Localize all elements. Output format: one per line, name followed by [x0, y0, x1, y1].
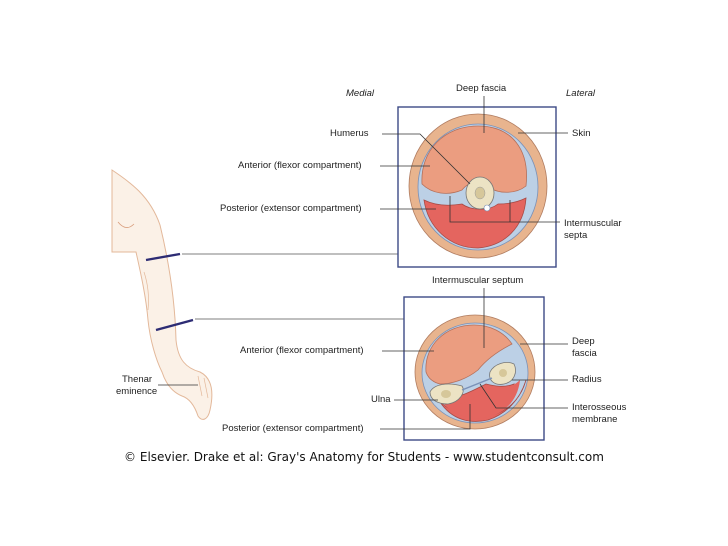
copyright-caption: © Elsevier. Drake et al: Gray's Anatomy … [124, 450, 604, 464]
forearm-posterior-label: Posterior (extensor compartment) [222, 423, 364, 434]
upper-anterior-label: Anterior (flexor compartment) [238, 160, 362, 171]
humerus-marrow [474, 186, 486, 200]
thenar-label-line2: eminence [116, 386, 157, 397]
upper-extensor-compartment [423, 197, 527, 249]
forearm-anterior-label: Anterior (flexor compartment) [240, 345, 364, 356]
interosseous-membrane [461, 377, 493, 391]
intermuscular-septa-label-line2: septa [564, 230, 588, 241]
forearm-section: Intermuscular septum Anterior (flexor co… [222, 275, 627, 441]
arm-outline [111, 169, 213, 420]
humerus-label: Humerus [330, 128, 369, 139]
humerus-leader [382, 133, 471, 185]
skin-label: Skin [572, 128, 590, 139]
radius-marrow [499, 369, 507, 377]
septa-leader [449, 196, 560, 223]
ulna-label: Ulna [371, 394, 391, 405]
upper-arm-section: Medial Lateral Deep fascia Humerus Anter… [220, 83, 622, 268]
interosseous-label-line2: membrane [572, 414, 617, 425]
chest-detail [117, 221, 135, 228]
forearm-flexor-compartment [425, 324, 513, 385]
upper-flexor-compartment [421, 125, 527, 194]
intermuscular-septum-label: Intermuscular septum [432, 275, 523, 286]
intermuscular-septa-label-line1: Intermuscular [564, 218, 622, 229]
arm-crease [143, 271, 149, 311]
interosseous-label-line1: Interosseous [572, 402, 627, 413]
upper-arm-cut-line [145, 252, 181, 262]
ulna-marrow [441, 390, 451, 398]
deep-fascia-label-line1: Deep [572, 336, 595, 347]
radius-label: Radius [572, 374, 602, 385]
deep-fascia-label-line2: fascia [572, 348, 598, 359]
forearm-posterior-leader [380, 404, 471, 430]
forearm-cut-line [155, 318, 194, 332]
upper-deep-fascia-label: Deep fascia [456, 83, 507, 94]
arm-illustration: Thenar eminence [111, 169, 404, 420]
upper-posterior-label: Posterior (extensor compartment) [220, 203, 362, 214]
lateral-label: Lateral [566, 88, 596, 99]
forearm-extensor-fill [444, 380, 520, 419]
hand-fingers [197, 375, 209, 399]
upper-neurovascular-bundle [483, 204, 491, 212]
thenar-label-line1: Thenar [122, 374, 152, 385]
medial-label: Medial [346, 88, 375, 99]
interosseous-leader [479, 383, 568, 409]
